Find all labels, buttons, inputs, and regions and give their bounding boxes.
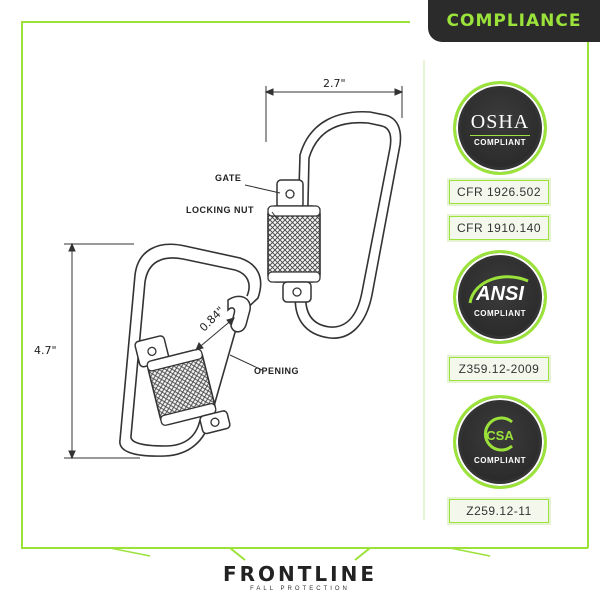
csa-logo-icon: CSA xyxy=(483,416,514,452)
ansi-logo-text: ANSI xyxy=(476,283,524,305)
standard-box-1: CFR 1926.502 xyxy=(449,180,549,204)
opening-dimension xyxy=(195,317,235,351)
width-label: 2.7" xyxy=(323,77,346,90)
osha-badge: OSHA COMPLIANT xyxy=(453,81,547,175)
csa-compliant-label: COMPLIANT xyxy=(473,456,527,465)
gate-label: GATE xyxy=(215,173,242,183)
carabiner-upper xyxy=(294,110,402,339)
ansi-badge-inner xyxy=(461,258,539,336)
ansi-swoosh-icon xyxy=(468,275,529,304)
upper-gate xyxy=(267,179,321,303)
ansi-badge: ANSI COMPLIANT xyxy=(453,250,547,344)
osha-compliant-label: COMPLIANT xyxy=(470,135,530,147)
standard-box-2: CFR 1910.140 xyxy=(449,216,549,240)
leader-lines xyxy=(229,184,281,371)
brand-tagline: FALL PROTECTION xyxy=(250,586,350,592)
standard-code: Z259.12-11 xyxy=(466,504,532,518)
ansi-compliant-label: COMPLIANT xyxy=(473,309,527,318)
standard-code: CFR 1910.140 xyxy=(456,221,542,235)
svg-text:CSA: CSA xyxy=(486,428,514,443)
compliance-tab: COMPLIANCE xyxy=(428,0,600,42)
osha-logo-text: OSHA xyxy=(470,111,530,133)
osha-badge-inner xyxy=(461,89,539,167)
csa-badge: CSA COMPLIANT xyxy=(453,395,547,489)
width-dimension xyxy=(264,86,404,142)
standard-code: Z359.12-2009 xyxy=(458,362,540,376)
compliance-title: COMPLIANCE xyxy=(446,11,582,31)
opening-part-label: OPENING xyxy=(254,366,300,376)
locking-nut-label: LOCKING NUT xyxy=(186,205,254,215)
standard-box-4: Z259.12-11 xyxy=(449,499,549,523)
height-dimension xyxy=(64,242,140,460)
standard-box-3: Z359.12-2009 xyxy=(449,357,549,381)
lower-gate-hook xyxy=(227,295,251,333)
carabiner-lower xyxy=(119,243,262,457)
csa-badge-inner xyxy=(461,403,539,481)
lower-gate xyxy=(134,335,231,435)
brand-logo: FRONTLINE xyxy=(222,562,378,586)
height-label: 4.7" xyxy=(34,344,57,357)
standard-code: CFR 1926.502 xyxy=(456,185,542,199)
